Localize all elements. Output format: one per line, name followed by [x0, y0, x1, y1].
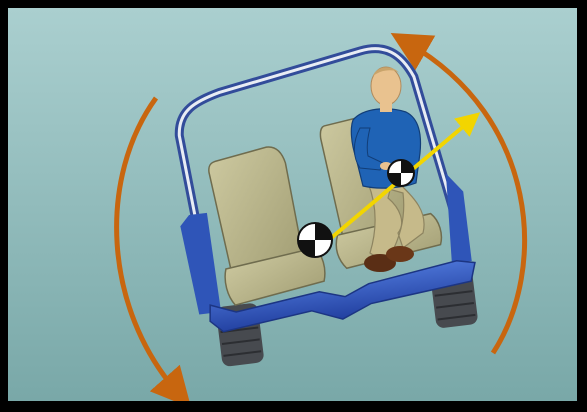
center-of-gravity-icon: [298, 223, 332, 257]
rollover-diagram: [8, 8, 577, 401]
vehicle-rollover-scene: [8, 8, 577, 401]
center-of-gravity-icon: [388, 160, 414, 186]
occupant-right-shoe: [386, 246, 414, 262]
